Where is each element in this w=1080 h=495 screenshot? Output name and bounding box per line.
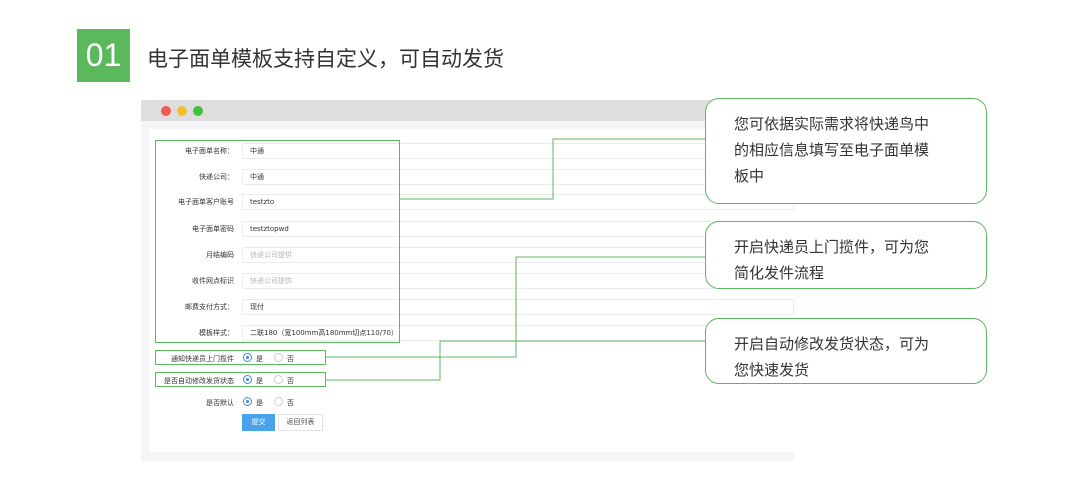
is-default-yes-text: 是 bbox=[256, 399, 263, 407]
payment-method-label: 邮费支付方式： bbox=[185, 303, 234, 311]
payment-method-select[interactable]: 现付 bbox=[242, 299, 794, 315]
notify-pickup-no-text: 否 bbox=[287, 355, 294, 363]
notify-pickup-highlight-box bbox=[155, 350, 326, 365]
callout-auto-ship: 开启自动修改发货状态，可为 您快速发货 bbox=[705, 318, 987, 384]
notify-pickup-yes-radio[interactable] bbox=[243, 353, 252, 362]
courier-company-select[interactable]: 中通 bbox=[242, 169, 794, 185]
callout-pickup: 开启快递员上门揽件，可为您 简化发件流程 bbox=[705, 221, 987, 289]
connector-line-3 bbox=[326, 340, 706, 381]
connector-line-2 bbox=[326, 256, 706, 358]
auto-ship-status-no-radio[interactable] bbox=[274, 375, 283, 384]
submit-button[interactable]: 提交 bbox=[242, 414, 275, 431]
notify-pickup-label: 通知快递员上门揽件 bbox=[171, 355, 234, 363]
courier-company-label: 快递公司： bbox=[199, 173, 234, 181]
notify-pickup-no-radio[interactable] bbox=[274, 353, 283, 362]
is-default-yes-radio[interactable] bbox=[243, 397, 252, 406]
auto-ship-status-label: 是否自动修改发货状态 bbox=[164, 377, 234, 385]
callout-2-line-2: 简化发件流程 bbox=[734, 264, 825, 282]
customer-password-label: 电子面单密码 bbox=[192, 225, 234, 233]
customer-account-label: 电子面单客户账号 bbox=[178, 198, 234, 206]
auto-ship-status-no-text: 否 bbox=[287, 377, 294, 385]
callout-1-line-1: 您可依据实际需求将快递鸟中 bbox=[734, 115, 930, 133]
window-maximize-dot-icon bbox=[193, 106, 203, 116]
window-close-dot-icon bbox=[161, 106, 171, 116]
auto-ship-status-yes-text: 是 bbox=[256, 377, 263, 385]
is-default-label: 是否默认 bbox=[206, 399, 234, 407]
callout-fill-info: 您可依据实际需求将快递鸟中 的相应信息填写至电子面单模 板中 bbox=[705, 98, 987, 204]
is-default-no-text: 否 bbox=[287, 399, 294, 407]
template-style-label: 模板样式： bbox=[199, 329, 234, 337]
connector-line-1 bbox=[400, 138, 706, 200]
section-number-badge: 01 bbox=[77, 29, 130, 82]
is-default-no-radio[interactable] bbox=[274, 397, 283, 406]
callout-1-line-2: 的相应信息填写至电子面单模 bbox=[734, 141, 930, 159]
callout-3-line-1: 开启自动修改发货状态，可为 bbox=[734, 335, 930, 353]
outlet-id-label: 收件网点标识 bbox=[192, 277, 234, 285]
outlet-id-input[interactable]: 快递公司提供 bbox=[242, 273, 794, 289]
window-titlebar bbox=[141, 100, 794, 121]
auto-ship-highlight-box bbox=[155, 372, 326, 387]
auto-ship-status-yes-radio[interactable] bbox=[243, 375, 252, 384]
waybill-name-label: 电子面单名称： bbox=[185, 147, 234, 155]
callout-3-line-2: 您快速发货 bbox=[734, 361, 810, 379]
back-to-list-button[interactable]: 返回列表 bbox=[278, 414, 323, 431]
monthly-code-label: 月结编码 bbox=[206, 251, 234, 259]
section-title: 电子面单模板支持自定义，可自动发货 bbox=[147, 47, 504, 71]
callout-1-line-3: 板中 bbox=[734, 167, 765, 185]
callout-2-line-1: 开启快递员上门揽件，可为您 bbox=[734, 238, 930, 256]
form-fields-highlight-box bbox=[155, 140, 400, 343]
window-minimize-dot-icon bbox=[177, 106, 187, 116]
notify-pickup-yes-text: 是 bbox=[256, 355, 263, 363]
